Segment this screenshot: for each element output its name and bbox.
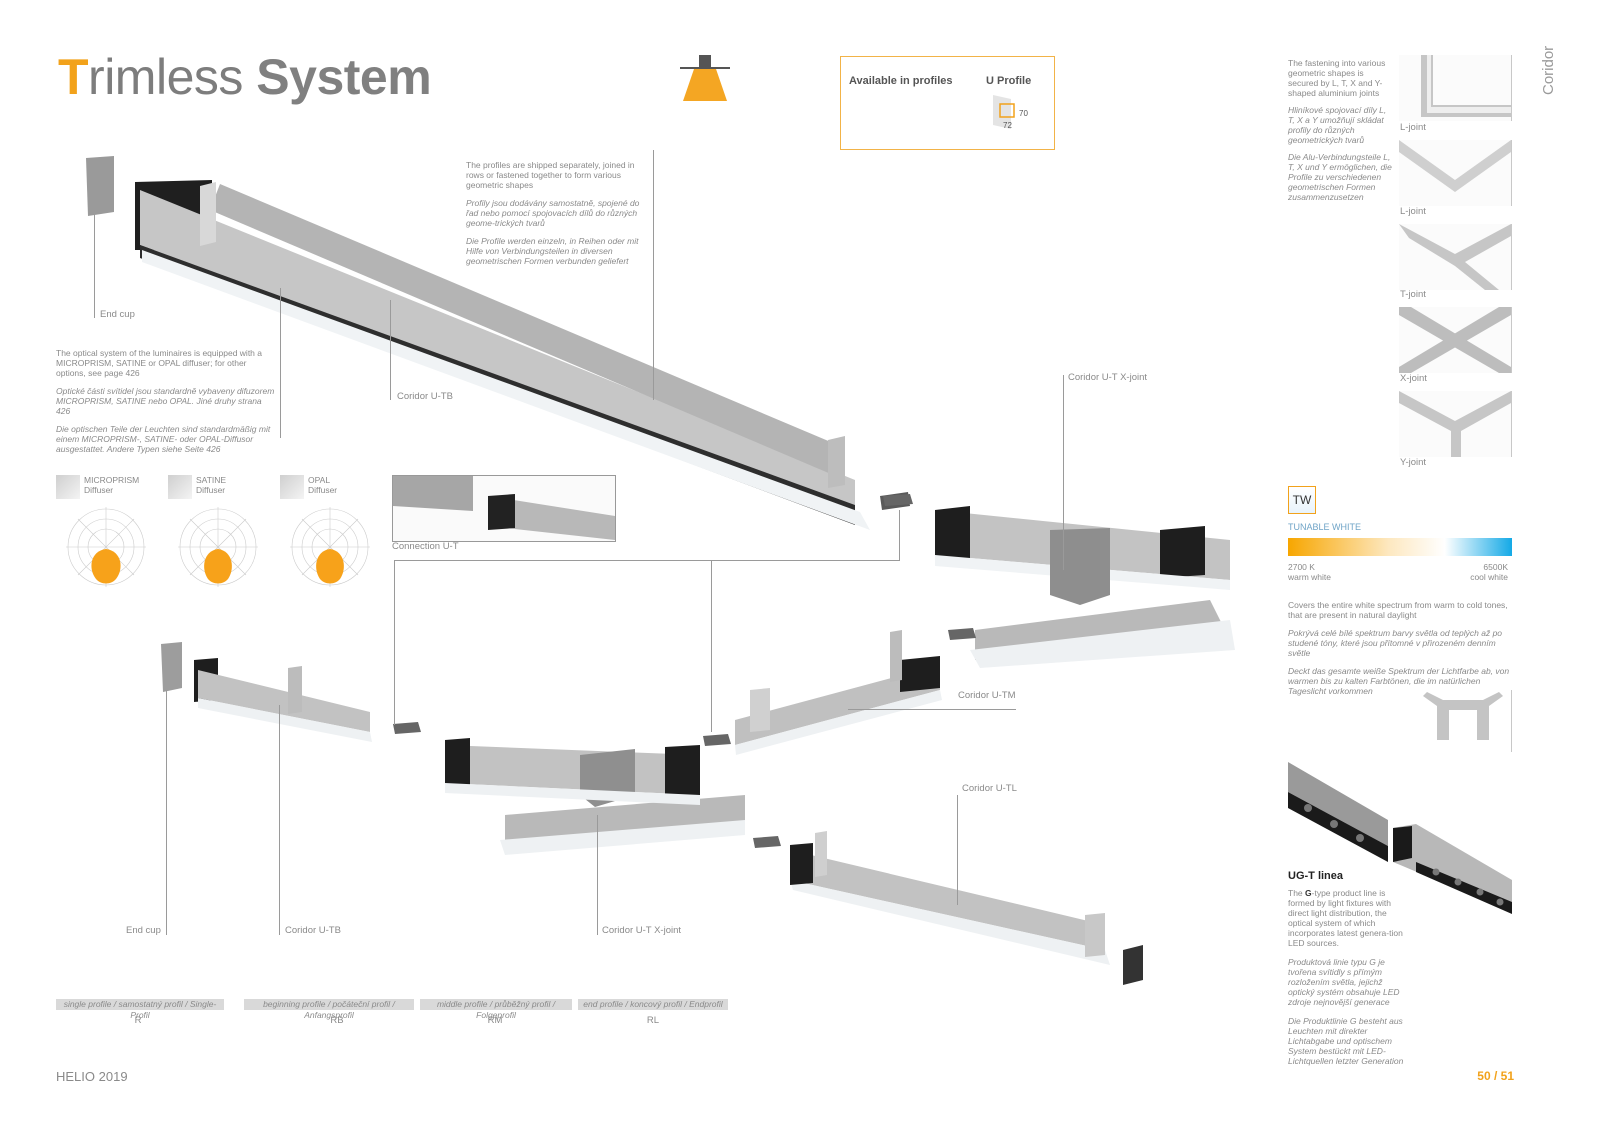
leader-line: [1063, 375, 1064, 570]
leader-line: [394, 560, 900, 561]
connector-plate: [948, 628, 976, 640]
tunable-heading: TUNABLE WHITE: [1288, 522, 1362, 532]
profiles-heading: Available in profiles: [849, 75, 953, 87]
dim-height: 70: [1019, 109, 1028, 118]
shipping-text: The profiles are shipped separately, joi…: [466, 160, 640, 266]
profile-code: RB: [330, 1015, 344, 1026]
diffuser-swatch: [56, 475, 80, 499]
ugt-linea-image: [1288, 762, 1512, 914]
color-temperature-bar: [1288, 538, 1512, 556]
joint-image-x: [1399, 307, 1512, 373]
leader-line: [597, 815, 598, 935]
connector-plate: [883, 494, 913, 506]
tunable-text: Covers the entire white spectrum from wa…: [1288, 600, 1510, 696]
label-connection: Connection U-T: [392, 541, 459, 552]
leader-line: [957, 795, 958, 905]
leader-line: [94, 200, 95, 318]
joint-image-l2: [1399, 140, 1512, 206]
title-bold: System: [256, 49, 432, 105]
profile-tag-end: end profile / koncový profil / Endprofil: [578, 999, 728, 1010]
profiles-box: Available in profiles U Profile 70 72: [840, 56, 1055, 150]
downlight-icon: [680, 55, 730, 101]
mounting-bracket-image: [1399, 690, 1512, 752]
leader-line: [279, 705, 280, 935]
coridor-utl-beam: [790, 831, 1143, 985]
footer-brand: HELIO 2019: [56, 1069, 128, 1084]
leader-line: [711, 560, 712, 732]
profile-code: R: [134, 1015, 142, 1026]
coridor-utm-beam: [735, 630, 942, 755]
u-profile-icon: [993, 95, 1015, 129]
joint-label: L-joint: [1400, 122, 1426, 133]
tw-badge: TW: [1288, 486, 1316, 514]
diffuser-swatch: [280, 475, 304, 499]
profile-name: U Profile: [986, 75, 1032, 87]
connection-box: [392, 475, 616, 542]
coridor-ut-x-joint-right: [935, 506, 1235, 668]
joint-image-l1: [1399, 55, 1512, 121]
joint-image-t: [1399, 224, 1512, 290]
joint-label: T-joint: [1400, 289, 1426, 300]
joint-image-y: [1399, 391, 1512, 457]
joint-label: L-joint: [1400, 206, 1426, 217]
label-end-cup-bottom: End cup: [126, 925, 161, 936]
page-title: Trimless System: [58, 48, 432, 106]
profile-tag-beginning: beginning profile / počáteční profil / A…: [244, 999, 414, 1020]
coridor-utb-short-beam: [161, 642, 372, 742]
profile-code: RL: [646, 1015, 660, 1026]
leader-line: [653, 150, 654, 400]
label-coridor-utb-bottom: Coridor U-TB: [285, 925, 341, 936]
ugt-heading: UG-T linea: [1288, 870, 1344, 882]
title-rest: rimless: [88, 49, 243, 105]
leader-line: [848, 709, 1016, 710]
polar-diagrams: [66, 507, 370, 587]
page-numbers: 50 / 51: [1477, 1069, 1514, 1083]
title-first-letter: T: [58, 49, 89, 105]
leader-line: [280, 288, 281, 438]
diffuser-swatch: [168, 475, 192, 499]
fastening-text: The fastening into various geometric sha…: [1288, 58, 1392, 202]
ugt-text: The G-type product line is formed by lig…: [1288, 888, 1404, 1066]
coridor-utb-long-beam: [86, 156, 910, 530]
label-x-joint-bottom: Coridor U-T X-joint: [602, 925, 682, 936]
label-end-cup-top: End cup: [100, 309, 135, 320]
profile-tag-single: single profile / samostatný profil / Sin…: [56, 999, 224, 1020]
side-tab: Coridor: [1540, 45, 1557, 95]
dim-width: 72: [1003, 121, 1012, 130]
profile-tag-middle: middle profile / průběžný profil / Folge…: [420, 999, 572, 1020]
connector-plate: [753, 836, 781, 848]
profile-code: RM: [487, 1015, 503, 1026]
connector-plate: [393, 722, 421, 734]
label-utl: Coridor U-TL: [962, 783, 1017, 794]
connector-plate: [703, 734, 731, 746]
label-x-joint-right: Coridor U-T X-joint: [1068, 372, 1148, 383]
joint-label: X-joint: [1400, 373, 1427, 384]
label-coridor-utb-top: Coridor U-TB: [397, 391, 453, 402]
label-utm: Coridor U-TM: [958, 690, 1016, 701]
optical-text: The optical system of the luminaires is …: [56, 348, 275, 454]
leader-line: [390, 300, 391, 400]
leader-line: [166, 690, 167, 935]
leader-line: [394, 560, 395, 725]
joint-label: Y-joint: [1400, 457, 1427, 468]
coridor-ut-x-joint-bottom: [445, 738, 745, 855]
leader-line: [899, 510, 900, 561]
